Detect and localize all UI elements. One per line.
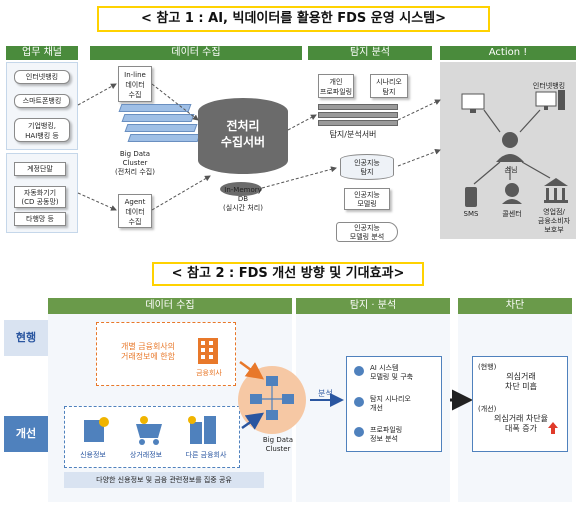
- current-icon-label: 금융회사: [196, 369, 222, 377]
- action-internet-banking: 인터넷뱅킹: [532, 82, 566, 90]
- scenario-detection: 시나리오 탐지: [370, 74, 408, 98]
- row-label-improve: 개선: [4, 416, 48, 452]
- header-channels: 업무 채널: [6, 46, 78, 60]
- bottom-header-collection: 데이터 수집: [48, 298, 292, 314]
- detection-item-icons: [354, 366, 364, 437]
- improve-footer: 다양한 신용정보 및 금융 관련정보를 집중 공유: [64, 472, 264, 488]
- bottom-connectors: [239, 360, 473, 430]
- top-connectors: [77, 83, 441, 211]
- action-customer: 손님: [504, 166, 518, 174]
- top-title: < 참고 1 : AI, 빅데이터를 활용한 FDS 운영 시스템>: [97, 6, 490, 32]
- analysis-label: 분석: [318, 389, 333, 398]
- bottom-title: < 참고 2 : FDS 개선 방향 및 기대효과>: [152, 262, 424, 286]
- detection-item-profiling: 프로파일링 정보 분석: [370, 426, 403, 443]
- action-sms: SMS: [463, 210, 479, 218]
- current-collection-text: 개별 금융회사의 거래정보에 한함: [120, 342, 176, 361]
- detection-item-scenario: 탐지 시나리오 개선: [370, 395, 411, 412]
- block-improve-text: 의심거래 차단율 대폭 증가: [493, 414, 549, 433]
- detection-server-label: 탐지/분석서버: [329, 130, 377, 139]
- block-box: [472, 356, 568, 452]
- channel-other-bank: 타행망 등: [14, 212, 66, 226]
- channel-internet-banking: 인터넷뱅킹: [14, 70, 70, 84]
- improve-item-credit: 신용정보: [80, 451, 106, 459]
- action-branch: 영업점/ 금융소비자 보호부: [537, 208, 571, 234]
- detection-server-rack: [318, 104, 398, 126]
- bigdata-cluster-text: Big Data Cluster: [262, 436, 294, 453]
- building-icon: [198, 338, 218, 364]
- block-current-label: (현행): [478, 363, 497, 371]
- header-collection: 데이터 수집: [90, 46, 302, 60]
- inmemory-label: In-Memory DB (실시간 처리): [223, 186, 263, 212]
- action-callcenter: 콜센터: [502, 210, 522, 218]
- agent-collection: Agent 데이터 수집: [118, 194, 152, 228]
- improve-icons: [84, 416, 216, 445]
- block-improve-label: (개선): [478, 405, 497, 413]
- inmemory-db: [220, 182, 262, 196]
- ai-detection: 인공지능 탐지: [340, 154, 394, 180]
- bottom-header-block: 차단: [458, 298, 572, 314]
- inline-collection: In-line 데이터 수집: [118, 66, 152, 102]
- channel-corporate-banking: 기업뱅킹, HAI뱅킹 등: [14, 118, 70, 142]
- channel-smartphone-banking: 스마트폰뱅킹: [14, 94, 70, 108]
- channel-atm: 자동화기기 (CD 공동망): [14, 186, 66, 208]
- personal-profiling: 개인 프로파일링: [318, 74, 354, 98]
- preprocessing-server: 전처리 수집서버: [198, 98, 288, 174]
- increase-arrow-icon: [548, 422, 558, 434]
- row-label-current: 현행: [4, 320, 48, 356]
- bigdata-cluster-label: Big Data Cluster (전처리 수집): [115, 150, 155, 176]
- bottom-header-detection: 탐지 · 분석: [296, 298, 450, 314]
- block-current-text: 의심거래 차단 미흡: [505, 372, 537, 391]
- ai-modeling: 인공지능 모델링: [344, 188, 390, 210]
- ai-modeling-analysis: 인공지능 모델링 분석: [336, 222, 398, 242]
- improve-item-other-bank: 다른 금융회사: [185, 451, 227, 459]
- header-detection: 탐지 분석: [308, 46, 432, 60]
- channel-account-terminal: 계정단말: [14, 162, 66, 176]
- improve-item-commerce: 상거래정보: [129, 451, 163, 459]
- detection-item-ai: AI 시스템 모델링 및 구축: [370, 364, 414, 381]
- header-action: Action !: [440, 46, 576, 60]
- action-icons: [461, 90, 568, 207]
